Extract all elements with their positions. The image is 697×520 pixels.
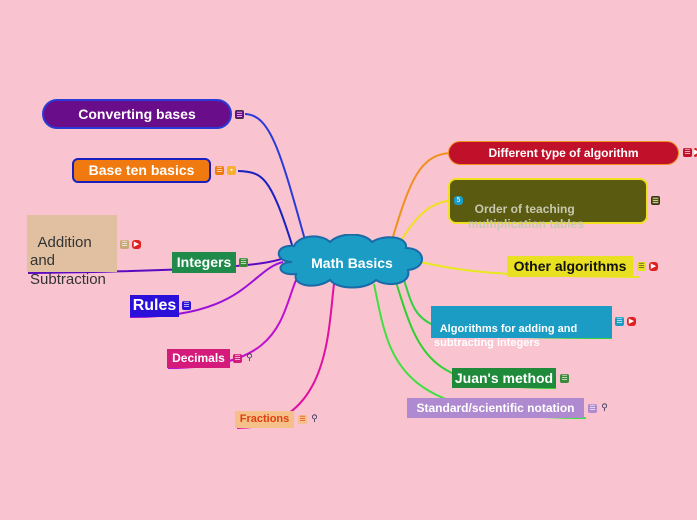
- search-icon[interactable]: ⚲: [246, 352, 253, 362]
- topic-converting-bases[interactable]: Converting bases: [42, 99, 232, 129]
- note-icon[interactable]: ☰: [637, 262, 646, 271]
- link-different: [391, 152, 451, 241]
- topic-standard-notation[interactable]: Standard/scientific notation: [407, 398, 584, 418]
- topic-standard-notation-label: Standard/scientific notation: [416, 401, 575, 415]
- search-icon[interactable]: ⚲: [601, 402, 608, 412]
- youtube-icon[interactable]: ▶: [132, 240, 141, 249]
- topic-order-teaching-label: Order of teaching multiplication tables: [468, 202, 585, 231]
- task-badge: 5: [454, 196, 463, 205]
- central-topic-label: Math Basics: [311, 255, 393, 271]
- topic-base-ten-basics[interactable]: Base ten basics: [72, 158, 211, 183]
- topic-converting-bases-label: Converting bases: [78, 106, 196, 122]
- link-converting-bases: [244, 113, 306, 241]
- topic-juans-method[interactable]: Juan's method: [452, 368, 556, 388]
- note-icon[interactable]: ☰: [298, 415, 307, 424]
- search-icon[interactable]: ⚲: [311, 413, 318, 423]
- topic-juans-method-label: Juan's method: [454, 370, 554, 386]
- topic-base-ten-basics-label: Base ten basics: [88, 162, 195, 178]
- topic-different-algorithm-label: Different type of algorithm: [488, 146, 639, 160]
- note-icon[interactable]: ☰: [120, 240, 129, 249]
- topic-decimals-label: Decimals: [172, 351, 225, 365]
- note-icon[interactable]: ☰: [239, 258, 248, 267]
- topic-integers[interactable]: Integers: [172, 252, 236, 273]
- central-topic[interactable]: Math Basics: [272, 234, 428, 290]
- topic-algorithms-adding-label: Algorithms for adding and subtracting in…: [434, 323, 578, 349]
- topic-rules[interactable]: Rules: [130, 295, 179, 317]
- topic-fractions-label: Fractions: [239, 413, 290, 425]
- note-icon[interactable]: ☰: [651, 196, 660, 205]
- topic-algorithms-adding[interactable]: Algorithms for adding and subtracting in…: [431, 306, 612, 349]
- topic-fractions[interactable]: Fractions: [235, 411, 294, 428]
- link-base-ten: [237, 170, 293, 246]
- topic-addition-subtraction[interactable]: Addition and Subtraction: [27, 215, 117, 288]
- topic-addition-subtraction-label: Addition and Subtraction: [30, 233, 106, 288]
- topic-other-algorithms[interactable]: Other algorithms: [507, 256, 633, 277]
- topic-integers-label: Integers: [176, 254, 232, 270]
- youtube-icon[interactable]: ▶: [627, 317, 636, 326]
- topic-order-teaching[interactable]: Order of teaching multiplication tables: [448, 178, 648, 231]
- note-icon[interactable]: ☰: [233, 354, 242, 363]
- note-icon[interactable]: ☰: [588, 404, 597, 413]
- topic-different-algorithm[interactable]: Different type of algorithm: [448, 141, 679, 165]
- note-icon[interactable]: ☰: [182, 301, 191, 310]
- note-icon[interactable]: ☰: [560, 374, 569, 383]
- note-icon[interactable]: ☰: [235, 110, 244, 119]
- attachment-icon[interactable]: ▪: [227, 166, 236, 175]
- note-icon[interactable]: ☰: [683, 148, 692, 157]
- topic-rules-label: Rules: [132, 297, 177, 314]
- link-order: [397, 199, 451, 246]
- youtube-icon[interactable]: ▶: [649, 262, 658, 271]
- topic-decimals[interactable]: Decimals: [167, 349, 230, 368]
- note-icon[interactable]: ☰: [215, 166, 224, 175]
- note-icon[interactable]: ☰: [615, 317, 624, 326]
- topic-other-algorithms-label: Other algorithms: [513, 258, 627, 274]
- youtube-icon[interactable]: ▶: [694, 148, 697, 157]
